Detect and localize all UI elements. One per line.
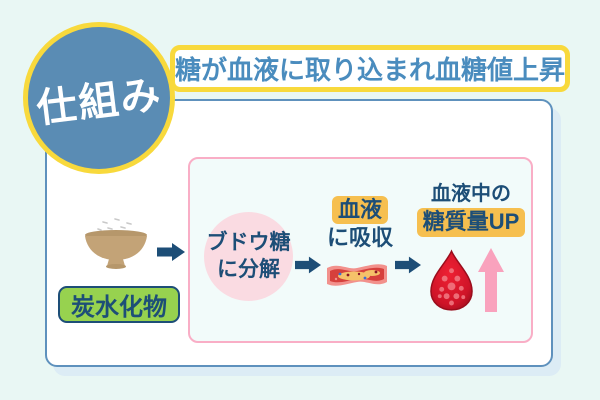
blood-highlight: 血液 <box>331 196 388 224</box>
right-arrow-icon <box>395 256 421 274</box>
right-arrow-icon <box>157 243 185 261</box>
blood-vessel-icon <box>324 259 390 291</box>
up-arrow-icon <box>478 248 504 312</box>
glucose-line2: に分解 <box>217 257 280 281</box>
glucose-step: ブドウ糖 に分解 <box>204 212 293 301</box>
banner: 糖が血液に取り込まれ血糖値上昇 <box>170 45 570 92</box>
banner-title: 糖が血液に取り込まれ血糖値上昇 <box>175 55 566 85</box>
sugar-up-highlight: 糖質量UP <box>416 208 526 237</box>
blood-drop-icon <box>429 249 474 312</box>
right-arrow-icon <box>295 256 321 274</box>
rice-bowl-icon <box>83 209 149 270</box>
absorb-step: 血液 に吸収 <box>310 196 410 251</box>
badge-label: 仕組み <box>34 72 165 132</box>
result-line1: 血液中の <box>431 183 511 205</box>
mechanism-badge: 仕組み <box>23 22 175 174</box>
carbohydrate-label-text: 炭水化物 <box>71 294 167 321</box>
absorb-suffix: に吸収 <box>326 224 393 250</box>
carbohydrate-label: 炭水化物 <box>58 286 180 323</box>
glucose-line1: ブドウ糖 <box>206 231 291 255</box>
result-step: 血液中の 糖質量UP <box>411 181 531 237</box>
